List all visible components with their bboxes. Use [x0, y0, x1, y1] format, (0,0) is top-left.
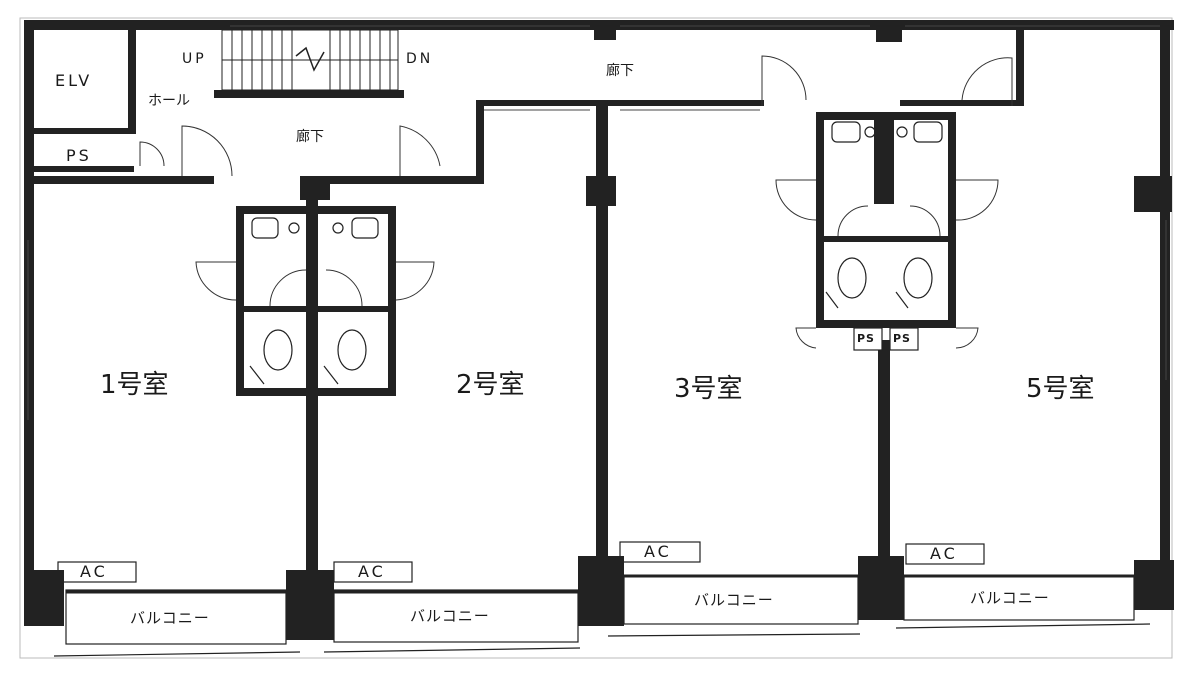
ps-boxes: [853, 327, 919, 351]
room-5-label: 5号室: [1026, 374, 1095, 404]
corridor-label-left: 廊下: [296, 129, 324, 145]
corridor-label-right: 廊下: [606, 63, 634, 79]
doors: [139, 55, 1013, 349]
ps-label-room3: PS: [857, 332, 875, 345]
ac-boxes: [57, 541, 985, 583]
fixtures: [249, 121, 943, 385]
balcony-label-room2: バルコニー: [410, 607, 490, 625]
hall-label: ホール: [148, 93, 190, 109]
windows: [27, 25, 1167, 420]
balcony-label-room1: バルコニー: [130, 609, 210, 627]
ac-label-room5: AC: [930, 544, 958, 563]
elevator-label: ELV: [55, 71, 93, 90]
room-2-label: 2号室: [456, 370, 525, 400]
stair-up-label: UP: [182, 51, 207, 67]
ps-label-room5: PS: [893, 332, 911, 345]
ac-label-room2: AC: [358, 562, 386, 581]
ac-label-room1: AC: [80, 562, 108, 581]
walls: [24, 20, 1174, 640]
staircase: [221, 29, 399, 91]
room-3-label: 3号室: [674, 374, 743, 404]
balconies: [53, 574, 1151, 657]
balcony-label-room3: バルコニー: [694, 591, 774, 609]
stair-down-label: DN: [406, 51, 434, 67]
outer-outline: [19, 17, 1173, 659]
balcony-label-room5: バルコニー: [970, 589, 1050, 607]
ac-label-room3: AC: [644, 542, 672, 561]
room-1-label: 1号室: [100, 370, 169, 400]
pipe-shaft-label: PS: [66, 146, 92, 165]
